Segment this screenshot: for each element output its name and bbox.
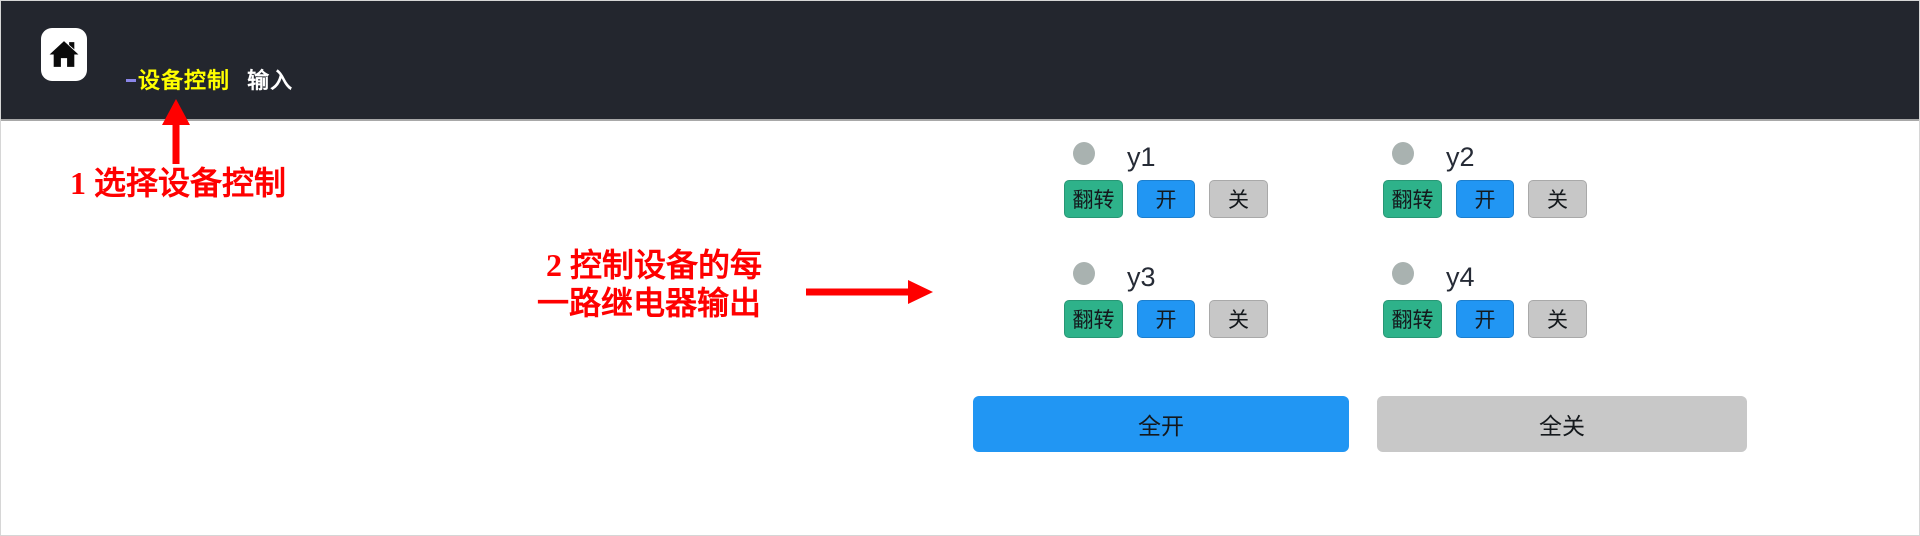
status-indicator xyxy=(1392,142,1414,165)
annotation-step2-line2: 一路继电器输出 xyxy=(537,285,762,321)
channel-button-row: 翻转 开 关 xyxy=(1064,180,1268,218)
relay-channel-y4: y4 翻转 开 关 xyxy=(1383,262,1593,342)
status-indicator xyxy=(1073,142,1095,165)
on-button-y3[interactable]: 开 xyxy=(1137,300,1195,338)
annotation-step2-line1: 2 控制设备的每 xyxy=(546,247,763,283)
all-off-button[interactable]: 全关 xyxy=(1377,396,1747,452)
relay-channel-y3: y3 翻转 开 关 xyxy=(1064,262,1274,342)
relay-channel-y2: y2 翻转 开 关 xyxy=(1383,142,1593,222)
text-cursor-artifact xyxy=(126,79,136,82)
off-button-y1[interactable]: 关 xyxy=(1209,180,1268,218)
annotation-step1: 1 选择设备控制 xyxy=(70,165,287,201)
annotation-step2: 2 控制设备的每 一路继电器输出 xyxy=(537,246,762,322)
off-button-y3[interactable]: 关 xyxy=(1209,300,1268,338)
on-button-y4[interactable]: 开 xyxy=(1456,300,1514,338)
header-nav: 设备控制 输入 xyxy=(138,63,293,95)
on-button-y2[interactable]: 开 xyxy=(1456,180,1514,218)
annotation-arrow-right xyxy=(806,280,933,304)
status-indicator xyxy=(1073,262,1095,285)
on-button-y1[interactable]: 开 xyxy=(1137,180,1195,218)
channel-button-row: 翻转 开 关 xyxy=(1383,300,1587,338)
toggle-button-y4[interactable]: 翻转 xyxy=(1383,300,1442,338)
channel-label: y3 xyxy=(1127,262,1156,292)
status-indicator xyxy=(1392,262,1414,285)
top-nav-bar: 设备控制 输入 xyxy=(0,0,1920,121)
tab-device-control[interactable]: 设备控制 xyxy=(138,68,231,93)
annotation-arrow-up xyxy=(162,99,190,164)
home-button[interactable] xyxy=(41,28,87,81)
all-on-button[interactable]: 全开 xyxy=(973,396,1349,452)
channel-label: y4 xyxy=(1446,262,1475,292)
channel-label: y2 xyxy=(1446,142,1475,172)
channel-label: y1 xyxy=(1127,142,1156,172)
relay-channel-y1: y1 翻转 开 关 xyxy=(1064,142,1274,222)
channel-button-row: 翻转 开 关 xyxy=(1383,180,1587,218)
toggle-button-y1[interactable]: 翻转 xyxy=(1064,180,1123,218)
channel-button-row: 翻转 开 关 xyxy=(1064,300,1268,338)
off-button-y4[interactable]: 关 xyxy=(1528,300,1587,338)
toggle-button-y2[interactable]: 翻转 xyxy=(1383,180,1442,218)
home-icon xyxy=(47,38,81,71)
toggle-button-y3[interactable]: 翻转 xyxy=(1064,300,1123,338)
off-button-y2[interactable]: 关 xyxy=(1528,180,1587,218)
tab-input[interactable]: 输入 xyxy=(247,68,294,93)
